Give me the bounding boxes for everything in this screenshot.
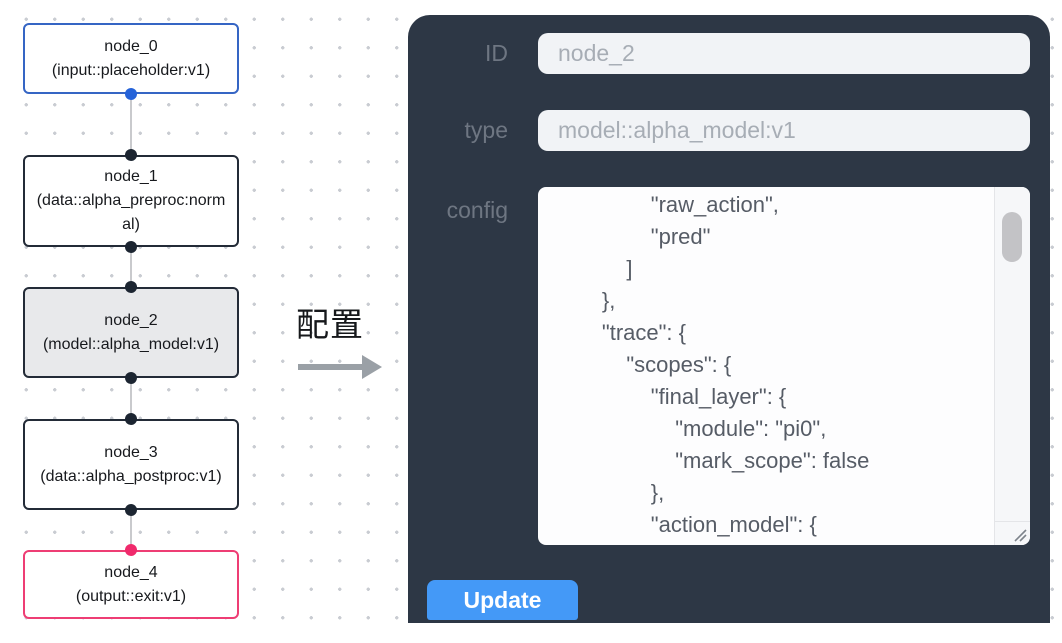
config-panel: ID node_2 type model::alpha_model:v1 con… bbox=[408, 15, 1050, 623]
node-title: node_1 bbox=[104, 168, 158, 185]
resize-handle-icon[interactable] bbox=[994, 521, 1030, 545]
id-field-label: ID bbox=[485, 40, 508, 66]
node-node_3[interactable]: node_3 (data::alpha_postproc:v1) bbox=[23, 419, 239, 510]
config-annotation-label: 配置 bbox=[296, 306, 364, 343]
scrollbar-thumb[interactable] bbox=[1002, 212, 1022, 262]
port-node_1-input[interactable] bbox=[125, 149, 137, 161]
port-node_4-input[interactable] bbox=[125, 544, 137, 556]
edge-node_3-node_4 bbox=[130, 510, 132, 550]
node-node_1[interactable]: node_1 (data::alpha_preproc:normal) bbox=[23, 155, 239, 247]
type-input[interactable]: model::alpha_model:v1 bbox=[538, 110, 1030, 151]
port-node_3-input[interactable] bbox=[125, 413, 137, 425]
node-subtitle: (input::placeholder:v1) bbox=[51, 61, 211, 79]
config-field-label: config bbox=[446, 197, 508, 223]
node-title: node_4 bbox=[104, 563, 158, 581]
node-subtitle: (output::exit:v1) bbox=[75, 587, 187, 605]
node-node_4[interactable]: node_4 (output::exit:v1) bbox=[23, 550, 239, 619]
id-input[interactable]: node_2 bbox=[538, 33, 1030, 74]
config-textarea[interactable]: "raw_action", "pred" ] }, "trace": { "sc… bbox=[538, 187, 1030, 545]
node-title: node_0 bbox=[104, 37, 158, 55]
node-subtitle: (data::alpha_postproc:v1) bbox=[40, 467, 222, 485]
node-title: node_3 bbox=[104, 443, 158, 461]
update-button[interactable]: Update bbox=[427, 580, 578, 620]
edge-node_1-node_2 bbox=[130, 247, 132, 287]
config-json-text[interactable]: "raw_action", "pred" ] }, "trace": { "sc… bbox=[601, 192, 870, 537]
port-node_2-input[interactable] bbox=[125, 281, 137, 293]
type-field-label: type bbox=[464, 117, 508, 143]
port-node_1-output[interactable] bbox=[125, 241, 137, 253]
node-node_2-selected[interactable]: node_2 (model::alpha_model:v1) bbox=[23, 287, 239, 378]
node-subtitle: (model::alpha_model:v1) bbox=[42, 335, 220, 353]
node-subtitle: (data::alpha_preproc:normal) bbox=[36, 192, 226, 233]
arrow-right-icon bbox=[296, 355, 384, 379]
port-node_3-output[interactable] bbox=[125, 504, 137, 516]
config-annotation: 配置 bbox=[296, 298, 384, 379]
port-node_0-output[interactable] bbox=[125, 88, 137, 100]
node-node_0[interactable]: node_0 (input::placeholder:v1) bbox=[23, 23, 239, 94]
edge-node_0-node_1 bbox=[130, 94, 132, 155]
port-node_2-output[interactable] bbox=[125, 372, 137, 384]
edge-node_2-node_3 bbox=[130, 378, 132, 419]
node-title: node_2 bbox=[104, 311, 158, 329]
scrollbar-track[interactable] bbox=[994, 187, 1030, 545]
